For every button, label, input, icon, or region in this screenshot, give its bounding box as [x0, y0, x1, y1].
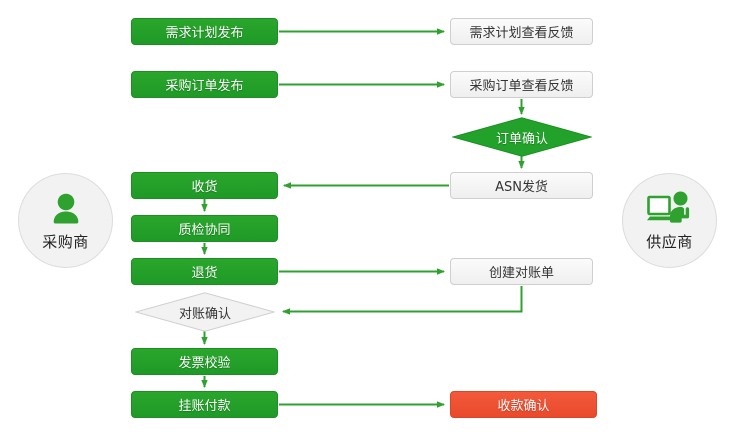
person-at-computer-icon [646, 190, 693, 230]
node-label: 发票校验 [178, 356, 231, 371]
actor-supplier-label: 供应商 [646, 232, 693, 251]
node-create-statement[interactable]: 创建对账单 [450, 258, 593, 285]
node-label: 收款确认 [497, 399, 550, 414]
actor-buyer[interactable]: 采购商 [18, 173, 113, 268]
node-label: 需求计划查看反馈 [469, 26, 574, 41]
node-label: 订单确认 [495, 131, 548, 147]
node-quality-inspection[interactable]: 质检协同 [131, 215, 278, 242]
node-label: ASN发货 [495, 180, 548, 195]
node-payment-posting[interactable]: 挂账付款 [131, 391, 278, 418]
actor-buyer-label: 采购商 [42, 232, 89, 251]
node-demand-plan-feedback[interactable]: 需求计划查看反馈 [450, 18, 593, 45]
node-label: 收货 [191, 180, 218, 195]
node-statement-confirm[interactable]: 对账确认 [135, 292, 275, 332]
node-payment-receipt[interactable]: 收款确认 [450, 391, 597, 418]
node-label: 挂账付款 [178, 399, 231, 414]
node-return-goods[interactable]: 退货 [131, 258, 278, 285]
node-order-confirm[interactable]: 订单确认 [452, 117, 592, 157]
node-po-publish[interactable]: 采购订单发布 [131, 71, 278, 98]
node-label: 创建对账单 [488, 266, 554, 281]
node-label: 采购订单发布 [165, 79, 244, 94]
node-label: 退货 [191, 266, 218, 281]
diamond-shape [135, 292, 275, 332]
node-label: 质检协同 [178, 223, 231, 238]
node-label: 需求计划发布 [165, 26, 244, 41]
node-invoice-verify[interactable]: 发票校验 [131, 348, 278, 375]
node-label: 对账确认 [178, 306, 231, 322]
node-asn-shipment[interactable]: ASN发货 [450, 172, 593, 199]
diamond-shape [452, 117, 592, 157]
node-po-feedback[interactable]: 采购订单查看反馈 [450, 71, 593, 98]
person-icon [46, 190, 86, 230]
node-label: 采购订单查看反馈 [469, 79, 574, 94]
node-goods-receipt[interactable]: 收货 [131, 172, 278, 199]
node-demand-plan-publish[interactable]: 需求计划发布 [131, 18, 278, 45]
edge-create-statement-to-statement-confirm [282, 286, 523, 315]
actor-supplier[interactable]: 供应商 [622, 173, 717, 268]
